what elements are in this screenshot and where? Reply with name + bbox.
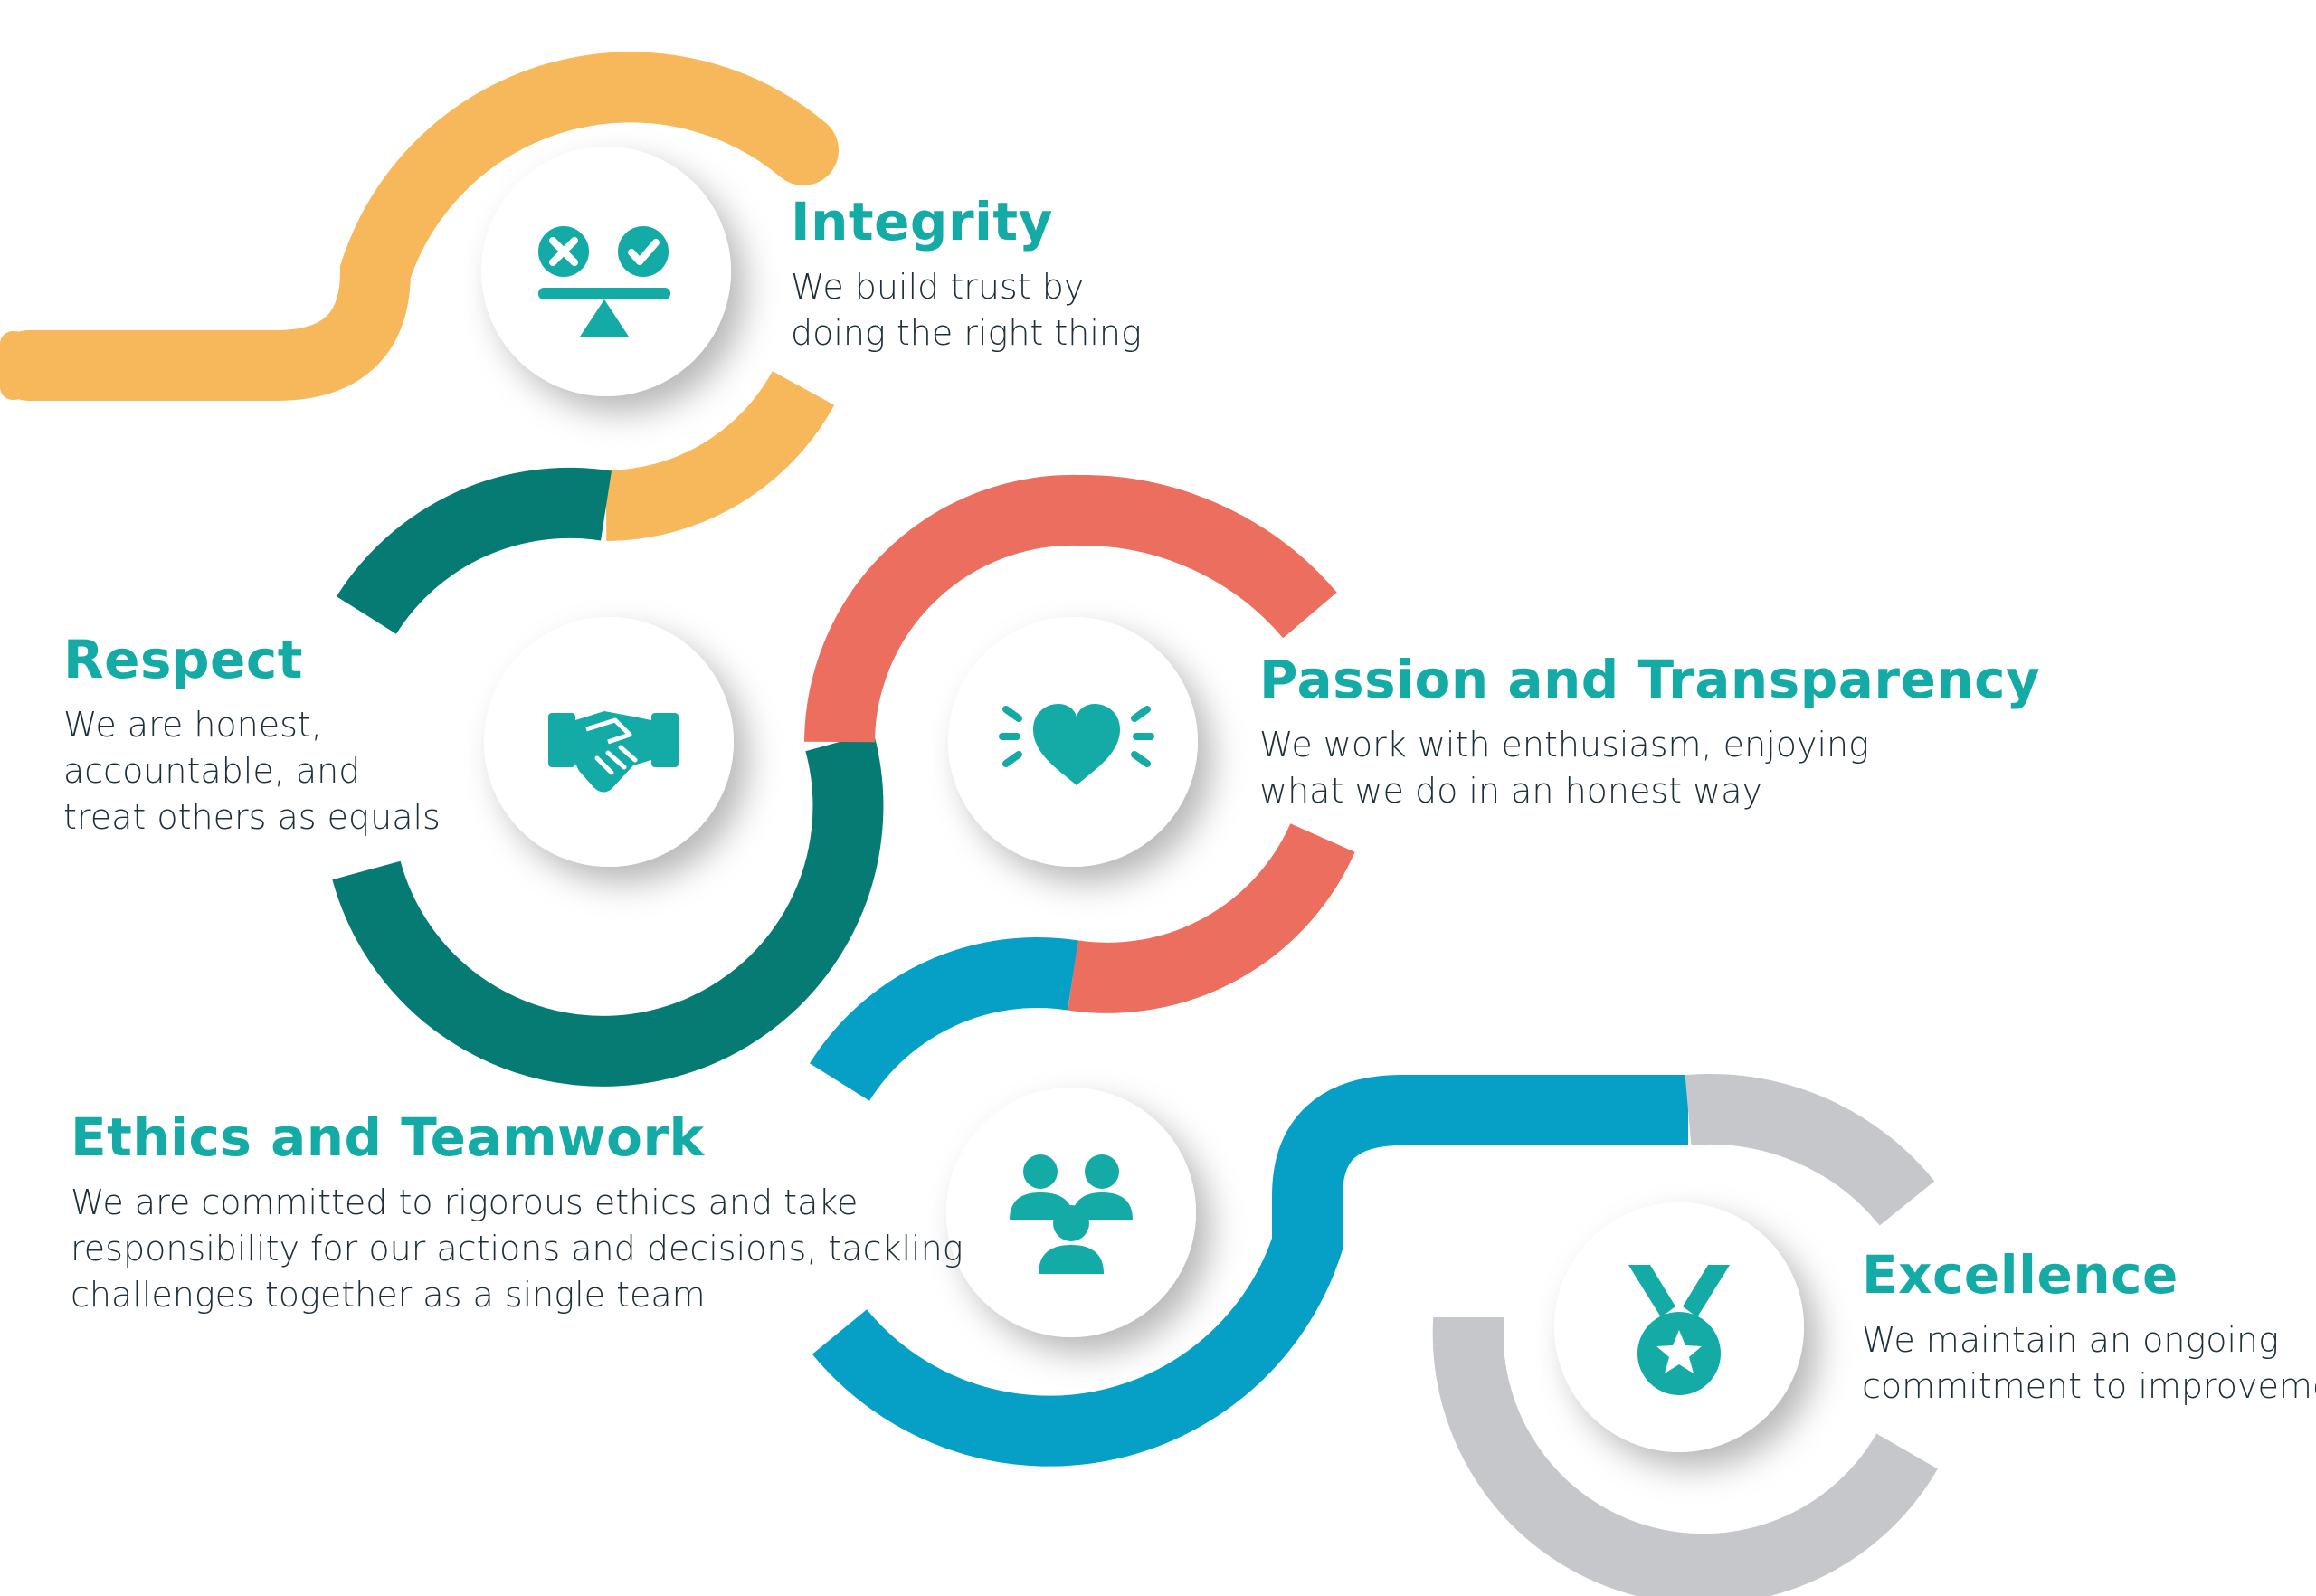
ethics-circle [946, 1088, 1196, 1337]
excellence-circle [1554, 1202, 1804, 1452]
heart-icon [999, 704, 1154, 785]
passion-description: We work with enthusiasm, enjoying what w… [1259, 724, 1869, 811]
excellence-text: Excellence We maintain an ongoing commit… [1862, 1244, 2316, 1410]
ethics-band [809, 936, 1688, 1467]
excellence-band [1432, 1073, 1938, 1596]
respect-description: We are honest, accountable, and treat ot… [63, 704, 441, 837]
medal-icon [1628, 1265, 1730, 1395]
integrity-text: Integrity We build trust by doing the ri… [791, 191, 1142, 356]
excellence-title: Excellence [1862, 1244, 2178, 1306]
ethics-description: We are committed to rigorous ethics and … [71, 1182, 963, 1315]
respect-band [332, 467, 884, 1087]
team-icon [1010, 1154, 1133, 1274]
integrity-circle [481, 147, 731, 396]
passion-text: Passion and Transparency We work with en… [1259, 651, 2040, 814]
respect-circle [484, 617, 734, 867]
integrity-band [0, 52, 839, 541]
ethics-title: Ethics and Teamwork [71, 1107, 705, 1168]
ethics-text: Ethics and Teamwork We are committed to … [71, 1107, 963, 1318]
passion-band [804, 474, 1355, 1013]
integrity-description: We build trust by doing the right thing [791, 266, 1142, 353]
handshake-icon [548, 711, 679, 793]
passion-title: Passion and Transparency [1259, 649, 2041, 710]
respect-text: Respect We are honest, accountable, and … [63, 629, 441, 841]
respect-title: Respect [63, 629, 303, 690]
integrity-title: Integrity [791, 191, 1053, 252]
balance-scale-icon [538, 226, 670, 337]
excellence-description: We maintain an ongoing commitment to imp… [1862, 1319, 2316, 1406]
passion-circle [948, 617, 1198, 867]
